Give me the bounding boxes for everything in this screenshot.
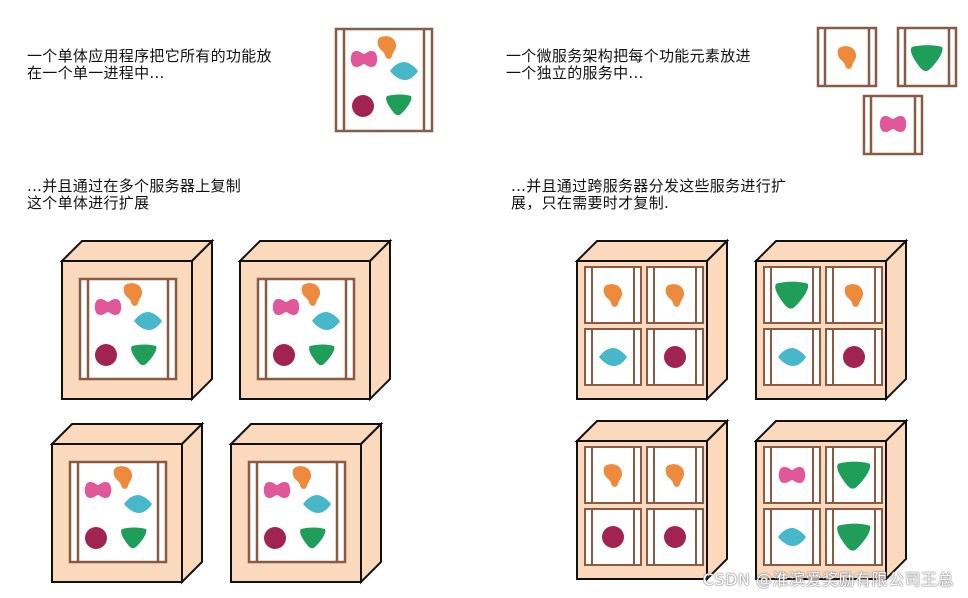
monolith-caption: 一个单体应用程序把它所有的功能放 在一个单一进程中... xyxy=(27,47,272,82)
monolith-server-4 xyxy=(230,423,382,583)
microservices-scaling-caption: ...并且通过跨服务器分发这些服务进行扩 展，只在需要时才复制. xyxy=(511,177,787,212)
monolith-server-1 xyxy=(61,240,213,400)
microservice-server-4 xyxy=(755,420,907,580)
maroon-function-icon xyxy=(352,95,374,117)
service-card-green xyxy=(896,26,958,88)
monolith-server-3 xyxy=(51,423,203,583)
watermark: CSDN @淮滨爱奖励有限公司王总 xyxy=(702,570,954,589)
service-card-orange xyxy=(816,26,878,88)
microservice-server-3 xyxy=(576,420,728,580)
microservice-server-2 xyxy=(755,240,907,400)
microservices-caption: 一个微服务架构把每个功能元素放进 一个独立的服务中... xyxy=(506,47,751,82)
monolith-server-2 xyxy=(239,240,391,400)
service-card-pink xyxy=(862,94,924,156)
microservice-server-1 xyxy=(576,240,728,400)
monolith-scaling-caption: ...并且通过在多个服务器上复制 这个单体进行扩展 xyxy=(27,177,242,212)
monolith-panel xyxy=(334,27,434,133)
